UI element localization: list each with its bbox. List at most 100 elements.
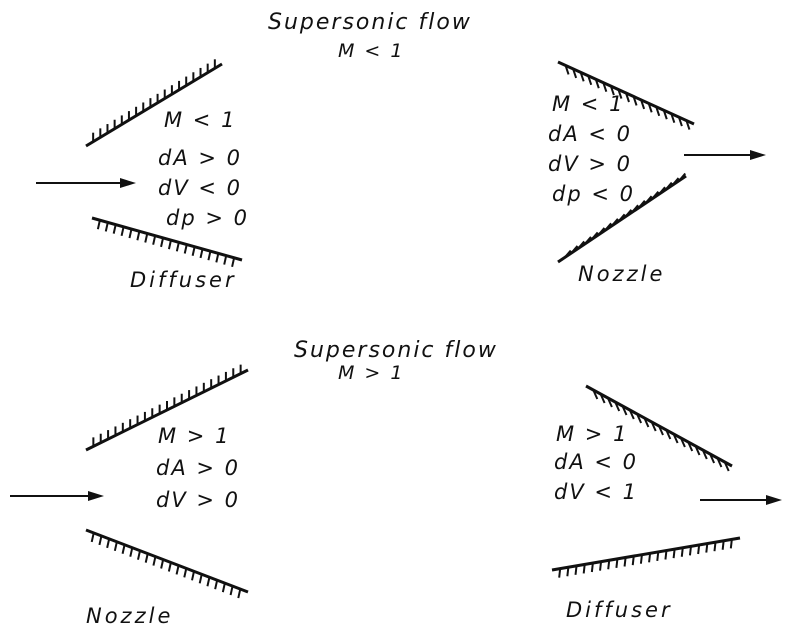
hatch-tick [221,582,226,593]
hatch-tick [709,453,716,464]
hatch-tick [191,571,195,581]
top-right-flow-arrow [684,150,766,160]
hatch-tick [214,579,219,590]
top-left-velocity: dV < 0 [158,176,243,200]
top-left-upper-hatch [92,59,216,142]
hatch-tick [623,557,627,567]
hatch-tick [574,565,578,575]
hatch-tick [658,425,664,436]
top-left-mach: M < 1 [164,108,237,132]
top-left-pressure: dp > 0 [166,206,249,230]
hatch-tick [599,561,603,571]
hatch-tick [191,246,196,256]
hatch-tick [564,65,570,75]
arrow-head [88,491,104,501]
hatch-tick [644,195,653,204]
hatch-tick [621,405,628,416]
hatch-tick [144,233,149,243]
hatch-tick [606,397,613,408]
hatch-tick [631,204,639,213]
top-left-area: dA > 0 [158,146,243,170]
hatch-tick [705,543,709,553]
hatch-tick [183,244,188,254]
hatch-tick [120,226,125,237]
top-left-flow-arrow [36,178,136,188]
hatch-tick [198,574,203,584]
bottom-left-flow-arrow [10,491,104,501]
hatch-tick [152,235,157,245]
hatch-tick [175,565,180,575]
hatch-tick [609,85,615,96]
hatch-tick [599,393,606,404]
bottom-left-mach: M > 1 [158,424,231,448]
bottom-title: Supersonic flow [294,338,498,363]
hatch-tick [664,550,668,560]
top-left-lower-wall [91,216,243,262]
hatch-tick [237,588,242,599]
hatch-tick [563,249,572,259]
hatch-tick [604,222,612,231]
top-left-caption: Diffuser [130,268,237,292]
hatch-tick [98,535,103,546]
hatch-tick [628,409,635,420]
hatch-tick [655,106,661,117]
hatch-tick [199,248,204,259]
hatch-tick [584,236,592,245]
bottom-right-area: dA < 0 [554,450,639,474]
bottom-right-lower-wall [551,536,741,572]
hatch-tick [631,555,635,566]
hatch-tick [640,99,646,110]
hatch-tick [636,413,643,424]
hatch-tick [112,224,117,234]
hatch-tick [136,231,141,241]
hatch-tick [582,564,586,574]
hatch-tick [167,239,172,250]
hatch-tick [566,567,570,577]
hatch-tick [129,547,134,557]
hatch-tick [106,538,111,549]
hatch-tick [624,209,633,218]
top-condition: M < 1 [338,40,405,62]
bottom-left-velocity: dV > 0 [156,488,241,512]
hatch-tick [144,553,149,563]
hatch-tick [590,231,599,241]
hatch-tick [90,532,95,543]
top-right-area: dA < 0 [548,122,633,146]
hatch-tick [679,437,686,448]
hatch-tick [658,186,666,195]
hatch-tick [611,218,619,227]
bottom-left-lower-wall [85,528,249,594]
hatch-tick [572,68,578,79]
hatch-tick [665,429,672,440]
top-right-upper-hatch [564,65,691,130]
top-title: Supersonic flow [268,10,472,35]
hatch-tick [137,550,141,560]
bottom-left-area: dA > 0 [156,456,241,480]
hatch-tick [697,544,701,555]
hatch-tick [160,559,165,569]
hatch-tick [113,541,118,552]
hatch-tick [570,245,579,254]
arrow-head [120,178,136,188]
hatch-tick [632,96,638,106]
hatch-tick [721,540,725,550]
arrow-head [750,150,766,160]
top-left-upper-wall [85,62,223,148]
hatch-tick [602,82,608,92]
top-left-lower-hatch [96,219,236,268]
hatch-tick [713,542,717,552]
hatch-tick [229,585,234,596]
hatch-tick [651,190,660,200]
hatch-tick [729,539,733,549]
hatch-tick [625,92,630,103]
hatch-tick [662,109,668,120]
hatch-tick [701,449,708,460]
hatch-tick [643,417,650,428]
bottom-condition: M > 1 [338,362,405,384]
hatch-tick [206,577,211,587]
hatch-tick [670,113,676,123]
arrow-head [766,495,782,505]
hatch-tick [128,228,133,239]
